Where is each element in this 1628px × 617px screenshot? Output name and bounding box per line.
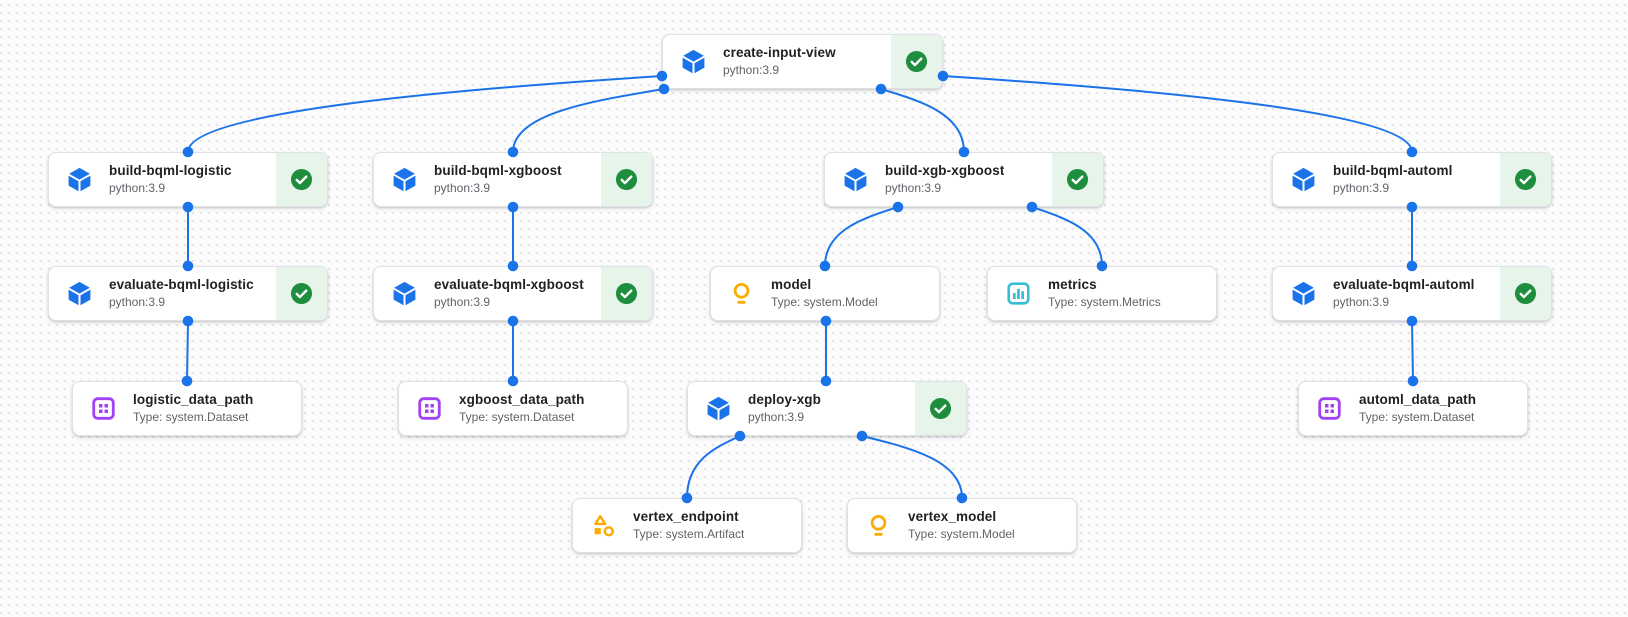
edge-deploy-xgb-to-vertex_model	[861, 435, 963, 499]
check-circle-icon	[615, 168, 638, 191]
cube-icon	[705, 395, 732, 422]
node-title: automl_data_path	[1359, 392, 1477, 408]
edge-build-xgb-xgboost-to-model	[824, 206, 899, 267]
node-subtitle: Type: system.Artifact	[633, 526, 745, 541]
check-circle-icon	[905, 50, 928, 73]
check-circle-icon	[615, 282, 638, 305]
node-subtitle: python:3.9	[109, 294, 166, 309]
dataset-icon	[416, 395, 443, 422]
node-subtitle: Type: system.Dataset	[459, 409, 575, 424]
edge-create-input-view-to-build-xgb-xgboost	[880, 88, 965, 153]
cube-icon	[391, 280, 418, 307]
node-subtitle: python:3.9	[109, 180, 166, 195]
cube-icon	[391, 166, 418, 193]
status-succeeded-badge	[276, 153, 327, 206]
cube-icon	[66, 166, 93, 193]
edge-build-xgb-xgboost-to-metrics	[1031, 206, 1103, 267]
node-subtitle: python:3.9	[1333, 180, 1390, 195]
node-title: evaluate-bqml-automl	[1333, 277, 1475, 293]
status-succeeded-badge	[1500, 153, 1551, 206]
check-circle-icon	[1514, 168, 1537, 191]
node-title: build-bqml-automl	[1333, 163, 1453, 179]
edge-deploy-xgb-to-vertex_endpoint	[686, 435, 741, 499]
status-succeeded-badge	[1500, 267, 1551, 320]
node-subtitle: python:3.9	[1333, 294, 1390, 309]
node-title: xgboost_data_path	[459, 392, 585, 408]
check-circle-icon	[1514, 282, 1537, 305]
node-subtitle: Type: system.Metrics	[1048, 294, 1161, 309]
status-succeeded-badge	[891, 35, 942, 88]
node-subtitle: Type: system.Model	[771, 294, 878, 309]
node-subtitle: python:3.9	[434, 180, 491, 195]
node-title: model	[771, 277, 812, 293]
status-succeeded-badge	[601, 153, 652, 206]
node-subtitle: python:3.9	[723, 62, 780, 77]
cube-icon	[66, 280, 93, 307]
node-title: vertex_model	[908, 509, 997, 525]
edge-evaluate-bqml-logistic-to-logistic_data_path	[186, 320, 189, 382]
metrics-icon	[1005, 280, 1032, 307]
node-title: evaluate-bqml-logistic	[109, 277, 254, 293]
node-title: deploy-xgb	[748, 392, 822, 408]
node-subtitle: python:3.9	[434, 294, 491, 309]
artifact-icon	[590, 512, 617, 539]
node-subtitle: Type: system.Model	[908, 526, 1015, 541]
model-icon	[865, 512, 892, 539]
dataset-icon	[1316, 395, 1343, 422]
node-title: create-input-view	[723, 45, 836, 61]
node-subtitle: Type: system.Dataset	[133, 409, 249, 424]
edge-evaluate-bqml-automl-to-automl_data_path	[1411, 320, 1414, 382]
model-icon	[728, 280, 755, 307]
node-subtitle: Type: system.Dataset	[1359, 409, 1475, 424]
node-title: build-bqml-logistic	[109, 163, 232, 179]
node-title: build-bqml-xgboost	[434, 163, 562, 179]
check-circle-icon	[290, 282, 313, 305]
cube-icon	[842, 166, 869, 193]
edge-create-input-view-to-build-bqml-logistic	[187, 75, 663, 153]
edge-create-input-view-to-build-bqml-xgboost	[512, 88, 665, 153]
dataset-icon	[90, 395, 117, 422]
node-title: metrics	[1048, 277, 1097, 293]
node-subtitle: python:3.9	[748, 409, 805, 424]
node-subtitle: python:3.9	[885, 180, 942, 195]
status-succeeded-badge	[276, 267, 327, 320]
cube-icon	[1290, 166, 1317, 193]
cube-icon	[680, 48, 707, 75]
node-title: logistic_data_path	[133, 392, 254, 408]
node-title: vertex_endpoint	[633, 509, 739, 525]
node-title: build-xgb-xgboost	[885, 163, 1005, 179]
check-circle-icon	[1066, 168, 1089, 191]
edge-create-input-view-to-build-bqml-automl	[942, 75, 1413, 153]
status-succeeded-badge	[601, 267, 652, 320]
cube-icon	[1290, 280, 1317, 307]
check-circle-icon	[290, 168, 313, 191]
node-title: evaluate-bqml-xgboost	[434, 277, 584, 293]
status-succeeded-badge	[1052, 153, 1103, 206]
status-succeeded-badge	[915, 382, 966, 435]
check-circle-icon	[929, 397, 952, 420]
